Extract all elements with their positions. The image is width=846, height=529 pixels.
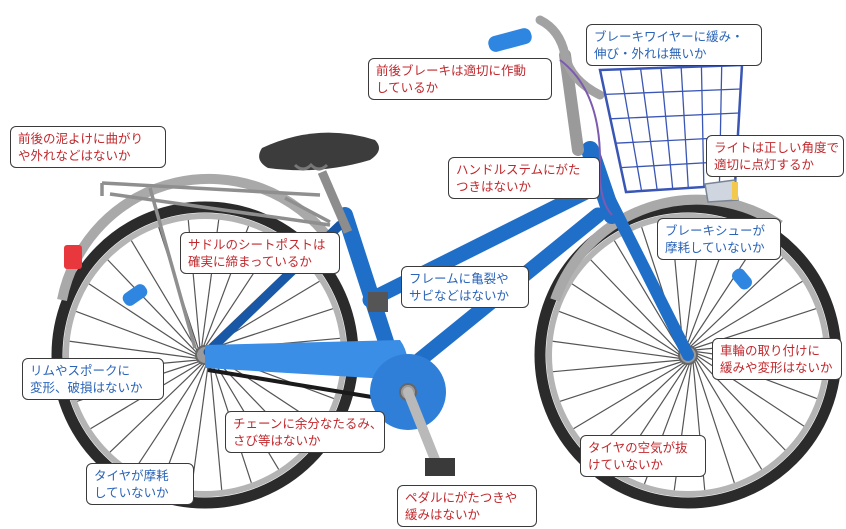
chain <box>207 368 391 402</box>
front-spoke <box>689 257 784 348</box>
rear-spoke <box>190 362 210 491</box>
label-rim-spoke: リムやスポークに 変形、破損はないか <box>22 358 164 400</box>
label-seatpost: サドルのシートポストは 確実に締まっているか <box>180 232 340 274</box>
rear-spoke <box>209 361 223 491</box>
front-spoke <box>573 361 685 430</box>
rear-spoke <box>107 259 198 354</box>
front-spoke <box>613 240 682 352</box>
label-pedal: ペダルにがたつきや 緩みはないか <box>397 485 537 527</box>
front-spoke <box>559 360 684 402</box>
front-spoke <box>558 310 681 358</box>
label-fender: 前後の泥よけに曲がり や外れなどはないか <box>10 126 166 168</box>
label-brake-shoe: ブレーキシューが 摩耗していないか <box>657 218 781 260</box>
rear-spoke <box>75 310 198 358</box>
front-spoke <box>552 359 682 373</box>
rear-rack <box>100 181 331 349</box>
basket-wire <box>660 67 674 190</box>
front-spoke <box>694 358 763 470</box>
label-frame: フレームに亀裂や サビなどはないか <box>401 266 529 308</box>
seat-post <box>317 170 353 234</box>
front-spoke <box>695 356 786 451</box>
saddle <box>259 132 379 171</box>
basket-wire <box>605 88 741 96</box>
front-spoke <box>590 259 681 354</box>
basket-wire <box>619 69 643 192</box>
basket-wire <box>610 112 740 120</box>
front-wheel <box>534 201 842 509</box>
rear-reflector <box>64 245 82 269</box>
label-brake-wire: ブレーキワイヤーに緩み・ 伸び・外れは無いか <box>586 24 762 66</box>
front-spoke <box>691 280 803 349</box>
label-brakes: 前後ブレーキは適切に作動 しているか <box>368 58 552 100</box>
basket-wire <box>700 66 705 188</box>
basket-wire <box>639 68 658 191</box>
handlebar <box>488 15 605 156</box>
rear-spoke <box>130 240 199 352</box>
front-fender <box>550 194 783 302</box>
saddle-spring <box>293 162 329 171</box>
front-spoke <box>552 340 681 360</box>
handlebar-tube <box>535 15 605 100</box>
label-tire-wear: タイヤが摩耗 していないか <box>86 463 194 505</box>
kickstand-clamp <box>368 292 388 312</box>
label-light: ライトは正しい角度で 適切に点灯するか <box>706 135 844 177</box>
rear-spoke <box>69 340 198 360</box>
label-tire-air: タイヤの空気が抜 けていないか <box>580 435 706 477</box>
rear-spoke <box>133 362 206 472</box>
rear-spoke <box>109 362 204 453</box>
pedal-block <box>425 458 455 476</box>
rear-wheel-reflector <box>122 284 148 306</box>
front-wheel-reflector <box>732 268 752 290</box>
chain-guard <box>205 340 408 380</box>
label-handle-stem: ハンドルステムにがた つきはないか <box>448 157 600 199</box>
front-spoke <box>693 359 735 484</box>
rear-spoke <box>209 308 334 350</box>
handlebar-grip <box>488 28 532 52</box>
brake-wire <box>559 59 613 216</box>
front-light-lens <box>732 182 738 200</box>
rear-spoke <box>88 283 198 356</box>
front-fork <box>604 194 694 361</box>
label-chain: チェーンに余分なたるみ、 さび等はないか <box>225 411 385 453</box>
front-spoke <box>571 283 681 356</box>
label-wheel-mount: 車輪の取り付けに 緩みや変形はないか <box>712 338 842 380</box>
crank-arm <box>403 387 441 467</box>
basket-wire <box>680 67 689 189</box>
